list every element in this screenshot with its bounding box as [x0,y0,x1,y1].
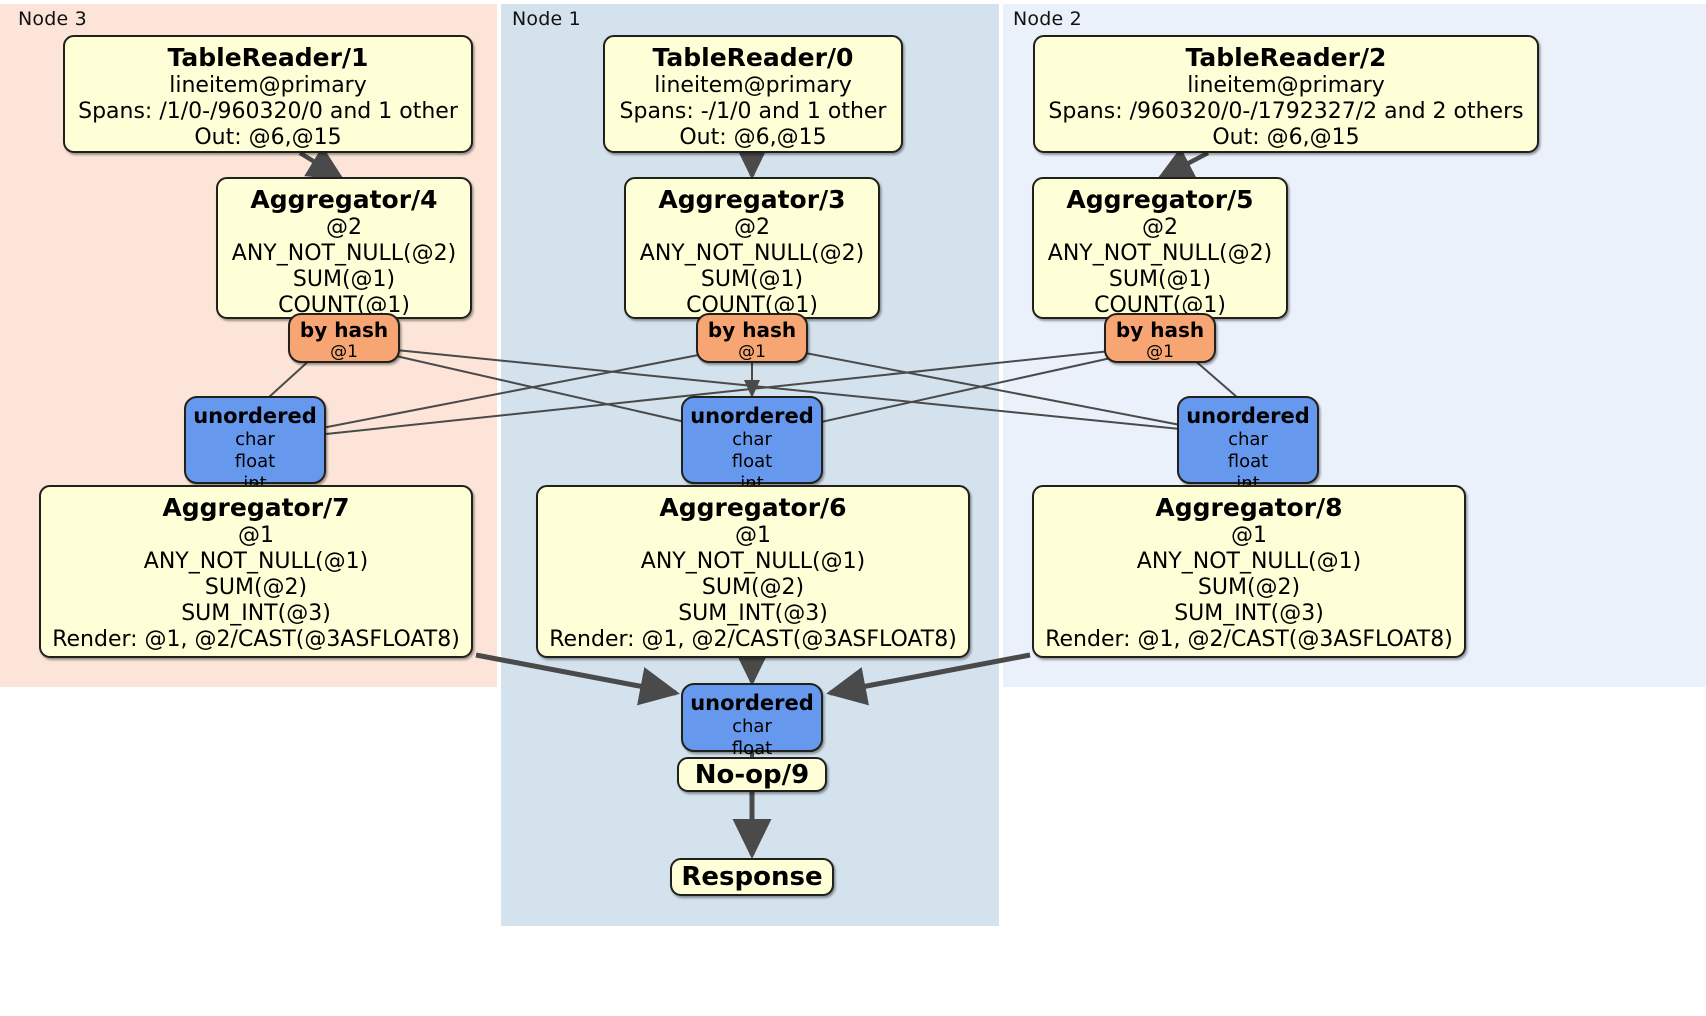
router-unordered-left[interactable]: unordered char float int [184,396,326,494]
processor-line: lineitem@primary [654,73,852,98]
processor-line: lineitem@primary [169,73,367,98]
router-by-hash-right[interactable]: by hash @1 [1104,313,1216,363]
processor-line: Spans: /1/0-/960320/0 and 1 other [78,99,458,124]
router-line: char [732,429,772,450]
router-title: by hash [1115,318,1205,342]
router-line: char [1228,429,1268,450]
processor-line: Spans: /960320/0-/1792327/2 and 2 others [1048,99,1524,124]
processor-title: TableReader/0 [652,43,854,72]
processor-title: TableReader/1 [167,43,369,72]
processor-title: TableReader/2 [1185,43,1387,72]
processor-line: SUM_INT(@3) [181,601,331,626]
router-unordered-center[interactable]: unordered char float int [681,396,823,494]
processor-title: Aggregator/7 [162,493,350,522]
router-line: char [235,429,275,450]
processor-line: ANY_NOT_NULL(@2) [1047,241,1273,266]
processor-table-reader-2[interactable]: TableReader/2 lineitem@primary Spans: /9… [1033,35,1539,153]
processor-line: Render: @1, @2/CAST(@3ASFLOAT8) [52,627,460,652]
processor-line: ANY_NOT_NULL(@1) [640,549,866,574]
router-line: float [1227,451,1269,472]
processor-line: @1 [735,523,771,548]
processor-line: Render: @1, @2/CAST(@3ASFLOAT8) [549,627,957,652]
node-panel-label-node3: Node 3 [18,8,87,30]
processor-aggregator-6[interactable]: Aggregator/6 @1 ANY_NOT_NULL(@1) SUM(@2)… [536,485,970,658]
processor-title: Aggregator/5 [1066,185,1254,214]
router-title: by hash [707,318,797,342]
processor-line: ANY_NOT_NULL(@1) [1136,549,1362,574]
processor-line: Out: @6,@15 [679,125,827,150]
router-title: unordered [690,691,814,715]
processor-aggregator-5[interactable]: Aggregator/5 @2 ANY_NOT_NULL(@2) SUM(@1)… [1032,177,1288,319]
processor-line: Spans: -/1/0 and 1 other [619,99,887,124]
router-line: char [732,716,772,737]
router-line: @1 [1146,342,1174,362]
processor-line: SUM(@2) [1197,575,1301,600]
processor-line: Render: @1, @2/CAST(@3ASFLOAT8) [1045,627,1453,652]
processor-table-reader-1[interactable]: TableReader/1 lineitem@primary Spans: /1… [63,35,473,153]
router-line: float [731,738,773,759]
processor-response[interactable]: Response [670,858,834,896]
processor-title: No-op/9 [694,759,810,790]
processor-aggregator-8[interactable]: Aggregator/8 @1 ANY_NOT_NULL(@1) SUM(@2)… [1032,485,1466,658]
node-panel-label-node2: Node 2 [1013,8,1082,30]
processor-line: @1 [238,523,274,548]
processor-title: Aggregator/4 [250,185,438,214]
router-line: float [234,451,276,472]
processor-line: SUM_INT(@3) [678,601,828,626]
processor-line: Out: @6,@15 [1212,125,1360,150]
processor-line: SUM(@1) [700,267,804,292]
router-line: float [731,451,773,472]
processor-line: SUM(@1) [1108,267,1212,292]
processor-title: Aggregator/6 [659,493,847,522]
processor-table-reader-0[interactable]: TableReader/0 lineitem@primary Spans: -/… [603,35,903,153]
router-by-hash-center[interactable]: by hash @1 [696,313,808,363]
router-title: by hash [299,318,389,342]
processor-title: Aggregator/8 [1155,493,1343,522]
processor-aggregator-7[interactable]: Aggregator/7 @1 ANY_NOT_NULL(@1) SUM(@2)… [39,485,473,658]
router-line: @1 [330,342,358,362]
processor-line: @2 [734,215,770,240]
processor-line: @2 [1142,215,1178,240]
processor-line: @1 [1231,523,1267,548]
processor-line: ANY_NOT_NULL(@2) [231,241,457,266]
processor-no-op-9[interactable]: No-op/9 [677,757,827,792]
router-title: unordered [690,404,814,428]
processor-line: SUM_INT(@3) [1174,601,1324,626]
processor-line: @2 [326,215,362,240]
processor-title: Response [681,862,823,892]
router-unordered-right[interactable]: unordered char float int [1177,396,1319,494]
processor-aggregator-4[interactable]: Aggregator/4 @2 ANY_NOT_NULL(@2) SUM(@1)… [216,177,472,319]
router-title: unordered [193,404,317,428]
router-by-hash-left[interactable]: by hash @1 [288,313,400,363]
router-title: unordered [1186,404,1310,428]
processor-line: SUM(@1) [292,267,396,292]
processor-line: SUM(@2) [204,575,308,600]
processor-line: lineitem@primary [1187,73,1385,98]
processor-title: Aggregator/3 [658,185,846,214]
processor-line: Out: @6,@15 [194,125,342,150]
router-line: @1 [738,342,766,362]
router-unordered-final[interactable]: unordered char float [681,683,823,759]
processor-aggregator-3[interactable]: Aggregator/3 @2 ANY_NOT_NULL(@2) SUM(@1)… [624,177,880,319]
node-panel-label-node1: Node 1 [512,8,581,30]
processor-line: ANY_NOT_NULL(@2) [639,241,865,266]
processor-line: ANY_NOT_NULL(@1) [143,549,369,574]
processor-line: SUM(@2) [701,575,805,600]
